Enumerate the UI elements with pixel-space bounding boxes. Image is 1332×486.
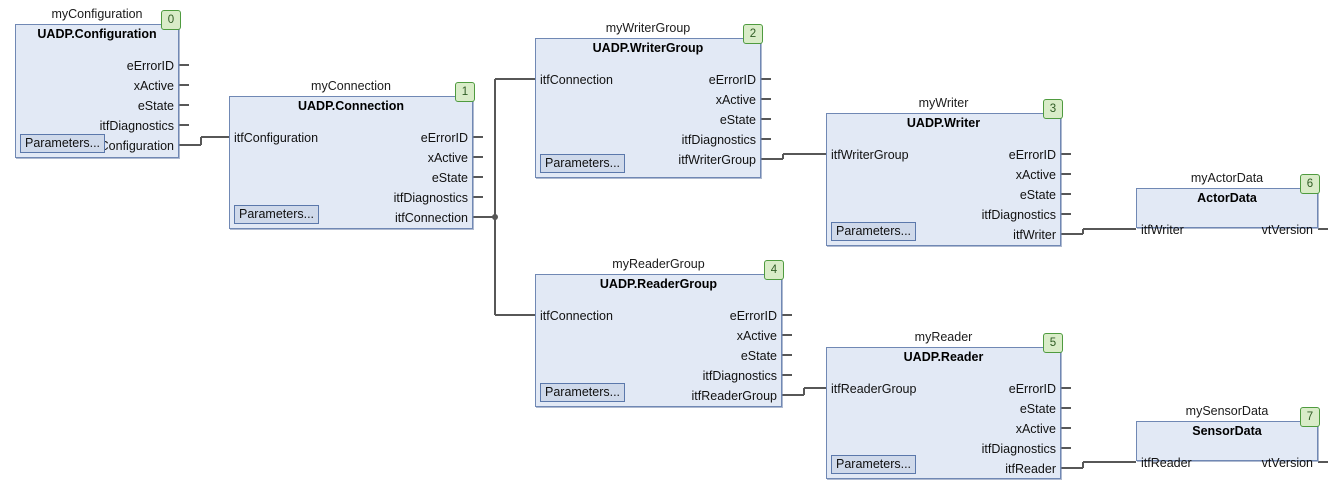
block-instance-name: mySensorData — [1185, 404, 1269, 418]
block-type-name: UADP.Writer — [906, 116, 981, 130]
output-pin-eErrorID[interactable]: eErrorID — [708, 73, 756, 87]
function-block-actor-data[interactable]: ActorData itfWriter vtVersion — [1136, 188, 1318, 237]
output-pin-xActive[interactable]: xActive — [133, 79, 174, 93]
output-pin-eErrorID[interactable]: eErrorID — [729, 309, 777, 323]
output-pin-itfConfiguration[interactable]: itfConfiguration — [89, 139, 174, 153]
output-pin-eState[interactable]: eState — [1019, 402, 1056, 416]
output-pin-itfWriter[interactable]: itfWriter — [1013, 228, 1056, 242]
block-index-badge: 1 — [455, 82, 475, 102]
parameters-button[interactable]: Parameters... — [540, 154, 626, 173]
output-pin-xActive[interactable]: xActive — [1015, 422, 1056, 436]
block-index-badge: 6 — [1300, 174, 1320, 194]
input-pin-itfConnection[interactable]: itfConnection — [540, 73, 613, 87]
output-pin-itfReaderGroup[interactable]: itfReaderGroup — [691, 389, 777, 403]
output-pin-itfConnection[interactable]: itfConnection — [395, 211, 468, 225]
block-index-badge: 7 — [1300, 407, 1320, 427]
output-pin-vtVersion[interactable]: vtVersion — [1261, 223, 1313, 237]
output-pin-eState[interactable]: eState — [1019, 188, 1056, 202]
block-instance-name: myReaderGroup — [612, 257, 705, 271]
output-pin-eErrorID[interactable]: eErrorID — [1008, 382, 1056, 396]
output-pin-eState[interactable]: eState — [431, 171, 468, 185]
block-type-name: UADP.Configuration — [37, 27, 157, 41]
parameters-button[interactable]: Parameters... — [20, 134, 106, 153]
block-instance-name: myConnection — [311, 79, 391, 93]
output-pin-itfDiagnostics[interactable]: itfDiagnostics — [702, 369, 777, 383]
block-index-badge: 3 — [1043, 99, 1063, 119]
parameters-button[interactable]: Parameters... — [831, 222, 917, 241]
function-block-writer-group[interactable]: UADP.WriterGroup itfConnection eErrorID xAc… — [535, 38, 761, 178]
output-pin-eErrorID[interactable]: eErrorID — [420, 131, 468, 145]
output-pin-eState[interactable]: eState — [719, 113, 756, 127]
input-pin-itfWriterGroup[interactable]: itfWriterGroup — [831, 148, 909, 162]
input-pin-itfReaderGroup[interactable]: itfReaderGroup — [831, 382, 917, 396]
function-block-configuration[interactable]: UADP.Configuration eErrorID xActive eState i… — [15, 24, 179, 158]
block-instance-name: myWriterGroup — [605, 21, 691, 35]
input-pin-itfWriter[interactable]: itfWriter — [1141, 223, 1184, 237]
parameters-button[interactable]: Parameters... — [540, 383, 626, 402]
block-instance-name: myWriter — [918, 96, 969, 110]
output-pin-eErrorID[interactable]: eErrorID — [126, 59, 174, 73]
block-index-badge: 5 — [1043, 333, 1063, 353]
block-index-badge: 2 — [743, 24, 763, 44]
block-instance-name: myActorData — [1190, 171, 1264, 185]
block-index-badge: 0 — [161, 10, 181, 30]
output-pin-itfDiagnostics[interactable]: itfDiagnostics — [681, 133, 756, 147]
output-pin-itfDiagnostics[interactable]: itfDiagnostics — [981, 442, 1056, 456]
block-type-name: SensorData — [1192, 424, 1262, 438]
output-pin-eState[interactable]: eState — [740, 349, 777, 363]
output-pin-eErrorID[interactable]: eErrorID — [1008, 148, 1056, 162]
block-type-name: UADP.ReaderGroup — [599, 277, 718, 291]
block-type-name: ActorData — [1197, 191, 1257, 205]
input-pin-itfReader[interactable]: itfReader — [1141, 456, 1192, 470]
output-pin-xActive[interactable]: xActive — [427, 151, 468, 165]
block-instance-name: myReader — [914, 330, 973, 344]
function-block-reader-group[interactable]: UADP.ReaderGroup itfConnection eErrorID xAc… — [535, 274, 782, 407]
function-block-reader[interactable]: UADP.Reader itfReaderGroup eErrorID eState x… — [826, 347, 1061, 479]
output-pin-itfDiagnostics[interactable]: itfDiagnostics — [981, 208, 1056, 222]
output-pin-xActive[interactable]: xActive — [736, 329, 777, 343]
block-index-badge: 4 — [764, 260, 784, 280]
output-pin-itfDiagnostics[interactable]: itfDiagnostics — [99, 119, 174, 133]
block-type-name: UADP.Connection — [297, 99, 405, 113]
parameters-button[interactable]: Parameters... — [831, 455, 917, 474]
parameters-button[interactable]: Parameters... — [234, 205, 320, 224]
function-block-connection[interactable]: UADP.Connection itfConfiguration eErrorID x… — [229, 96, 473, 229]
output-pin-xActive[interactable]: xActive — [1015, 168, 1056, 182]
output-pin-vtVersion[interactable]: vtVersion — [1261, 456, 1313, 470]
function-block-sensor-data[interactable]: SensorData itfReader vtVersion — [1136, 421, 1318, 470]
input-pin-itfConnection[interactable]: itfConnection — [540, 309, 613, 323]
output-pin-itfDiagnostics[interactable]: itfDiagnostics — [393, 191, 468, 205]
output-pin-xActive[interactable]: xActive — [715, 93, 756, 107]
block-type-name: UADP.WriterGroup — [592, 41, 704, 55]
output-pin-eState[interactable]: eState — [137, 99, 174, 113]
output-pin-itfWriterGroup[interactable]: itfWriterGroup — [678, 153, 756, 167]
block-instance-name: myConfiguration — [51, 7, 143, 21]
output-pin-itfReader[interactable]: itfReader — [1005, 462, 1056, 476]
function-block-writer[interactable]: UADP.Writer itfWriterGroup eErrorID xActive… — [826, 113, 1061, 246]
input-pin-itfConfiguration[interactable]: itfConfiguration — [234, 131, 319, 145]
block-type-name: UADP.Reader — [903, 350, 984, 364]
